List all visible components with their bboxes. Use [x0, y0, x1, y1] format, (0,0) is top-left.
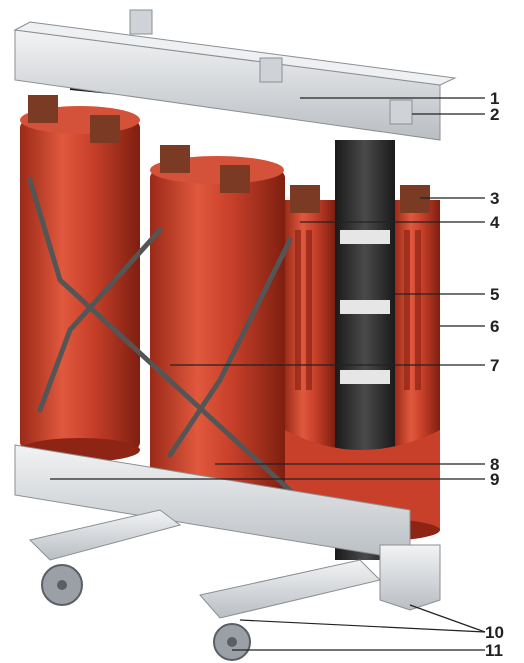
callout-5: 5	[490, 285, 499, 304]
callout-8: 8	[490, 455, 499, 474]
callout-11: 11	[485, 641, 503, 660]
leader-lines	[50, 97, 486, 651]
lifting-lug	[389, 99, 413, 125]
cooling-duct-pattern	[295, 230, 421, 390]
callout-3: 3	[490, 189, 499, 208]
callout-2: 2	[490, 105, 499, 124]
callouts: 1 2 3 4 5 6 7 8 9 10 11	[485, 89, 504, 660]
callout-1: 1	[490, 89, 499, 108]
wheel-carriage	[29, 509, 381, 619]
wheels	[41, 564, 251, 661]
connection-bars	[27, 177, 298, 498]
callout-9: 9	[490, 470, 499, 489]
callout-10: 10	[485, 623, 504, 642]
coil-phase-2	[150, 156, 285, 512]
callout-7: 7	[490, 356, 499, 375]
callout-4: 4	[490, 213, 500, 232]
top-clamping-frame	[13, 9, 457, 141]
terminals	[28, 95, 430, 213]
callout-6: 6	[490, 317, 499, 336]
bottom-clamping-frame	[14, 444, 441, 611]
